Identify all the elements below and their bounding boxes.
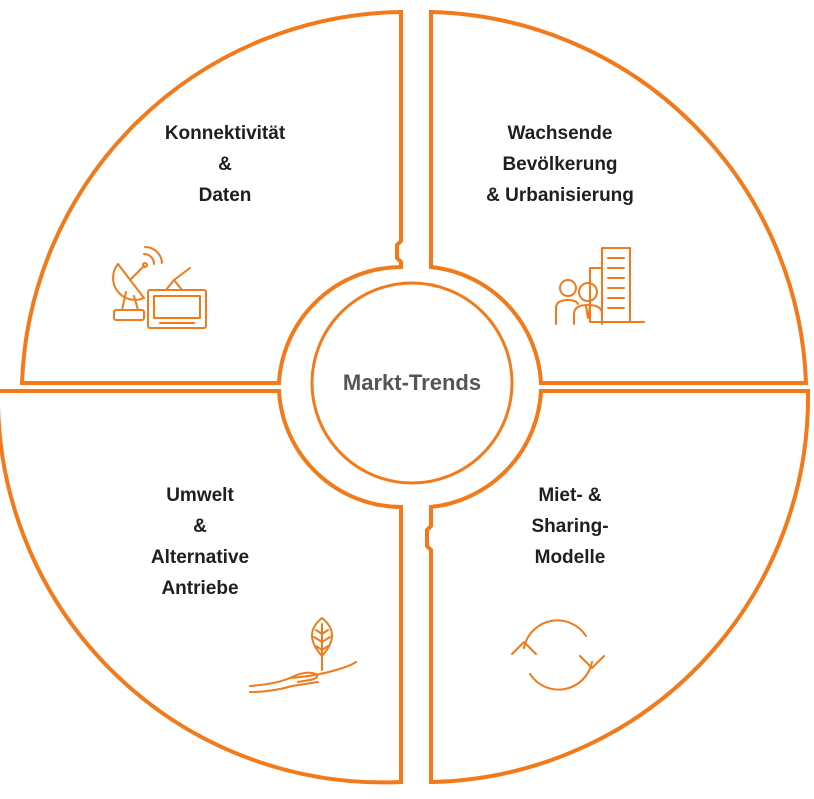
- label-line: &: [218, 154, 232, 175]
- label-line: & Urbanisierung: [486, 185, 634, 206]
- leaf-in-hand-icon: [249, 617, 357, 693]
- center-label: Markt-Trends: [342, 370, 482, 395]
- label-line: &: [193, 516, 207, 537]
- label-line: Sharing-: [531, 516, 609, 537]
- quadrant-label-top-left: Konnektivität & Daten: [115, 118, 335, 211]
- quadrant-bottom-left-shape: [0, 389, 403, 785]
- label-line: Umwelt: [166, 485, 234, 506]
- label-line: Modelle: [534, 547, 606, 568]
- people-city-building-icon: [555, 247, 645, 325]
- label-line: Wachsende: [507, 123, 613, 144]
- quadrant-top-right-shape: [429, 9, 809, 385]
- label-line: Konnektivität: [164, 123, 286, 144]
- quadrant-top-left-shape: [19, 9, 403, 385]
- label-line: Daten: [198, 185, 252, 206]
- center-circle: [310, 281, 514, 485]
- label-line: Miet- &: [538, 485, 602, 506]
- refresh-arrows-icon: [511, 619, 605, 691]
- label-line: Antriebe: [161, 578, 239, 599]
- label-line: Bevölkerung: [502, 154, 618, 175]
- quadrant-bottom-right-shape: [425, 389, 811, 785]
- quadrant-label-top-right: Wachsende Bevölkerung & Urbanisierung: [455, 118, 665, 211]
- quadrant-label-bottom-right: Miet- & Sharing- Modelle: [470, 480, 670, 573]
- quadrant-label-bottom-left: Umwelt & Alternative Antriebe: [100, 480, 300, 604]
- satellite-dish-tv-icon: [112, 245, 207, 329]
- label-line: Alternative: [150, 547, 250, 568]
